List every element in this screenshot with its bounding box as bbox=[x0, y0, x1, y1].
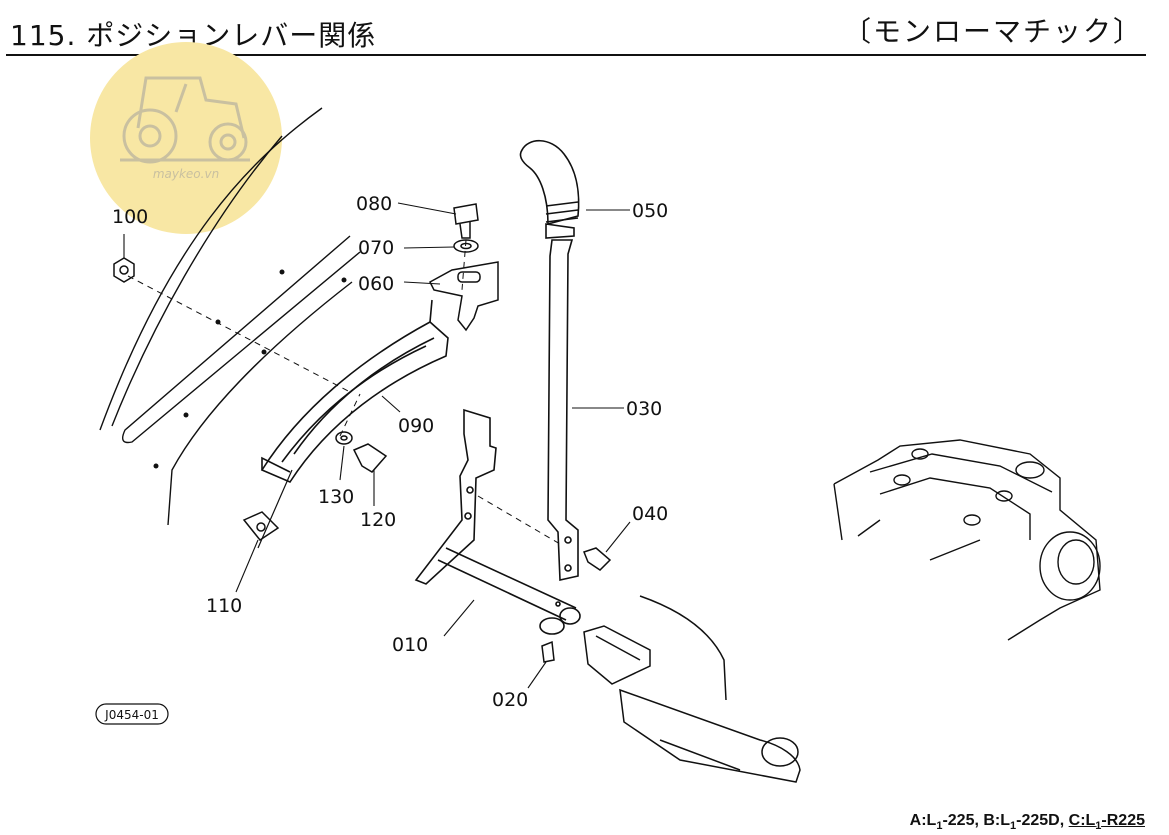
bolt-040 bbox=[583, 547, 612, 571]
model-b-prefix: B:L bbox=[983, 812, 1011, 829]
model-c-sub: 1 bbox=[1095, 820, 1102, 833]
model-b-sub: 1 bbox=[1010, 820, 1017, 833]
model-b-suffix: -225D, bbox=[1016, 812, 1065, 829]
tractor-icon bbox=[120, 76, 250, 164]
hydraulic-lift-block bbox=[833, 439, 1101, 641]
pin-020 bbox=[541, 640, 555, 663]
grip-050 bbox=[519, 139, 580, 226]
bolt-080 bbox=[453, 203, 479, 225]
callout-020: 020 bbox=[492, 689, 528, 711]
callout-040: 040 bbox=[632, 503, 668, 525]
transmission-housing bbox=[583, 595, 801, 783]
watermark-text: mayk͏eo.vn bbox=[153, 167, 219, 181]
diagram-code: J0454-01 bbox=[104, 708, 159, 722]
model-c: C:L1-R225 bbox=[1068, 812, 1145, 833]
callout-100: 100 bbox=[112, 206, 148, 228]
shaft-arm-010 bbox=[414, 408, 581, 635]
model-a-suffix: -225, bbox=[942, 812, 979, 829]
model-c-suffix: -R225 bbox=[1101, 812, 1145, 829]
callout-030: 030 bbox=[626, 398, 662, 420]
fender-outline bbox=[99, 107, 361, 526]
callout-130: 130 bbox=[318, 486, 354, 508]
callout-090: 090 bbox=[398, 415, 434, 437]
fender-holes bbox=[153, 269, 347, 469]
callout-120: 120 bbox=[360, 509, 396, 531]
callout-060: 060 bbox=[358, 273, 394, 295]
callout-leaders bbox=[123, 202, 631, 689]
model-a-sub: 1 bbox=[936, 820, 943, 833]
callout-050: 050 bbox=[632, 200, 668, 222]
lever-rod-030 bbox=[519, 139, 580, 581]
nut-100 bbox=[113, 257, 135, 283]
callout-110: 110 bbox=[206, 595, 242, 617]
model-subtitle: 〔モンローマチック〕 bbox=[842, 15, 1143, 48]
bracket-060 bbox=[429, 203, 499, 332]
diagram-code-badge: J0454-01 bbox=[95, 703, 169, 725]
washer-070 bbox=[453, 239, 479, 253]
callout-070: 070 bbox=[358, 237, 394, 259]
callout-010: 010 bbox=[392, 634, 428, 656]
callout-080: 080 bbox=[356, 193, 392, 215]
square-nut-110 bbox=[242, 511, 280, 542]
model-c-prefix: C:L bbox=[1068, 812, 1096, 829]
knob-bolt-120 bbox=[335, 431, 388, 473]
applicable-models: A:L1-225, B:L1-225D, C:L1-R225 bbox=[910, 812, 1145, 832]
model-a-prefix: A:L bbox=[909, 812, 937, 829]
assembly-lines bbox=[127, 239, 561, 545]
lever-guide-plate bbox=[260, 299, 449, 484]
watermark-logo: mayk͏eo.vn bbox=[90, 42, 282, 234]
header-rule bbox=[6, 54, 1146, 56]
